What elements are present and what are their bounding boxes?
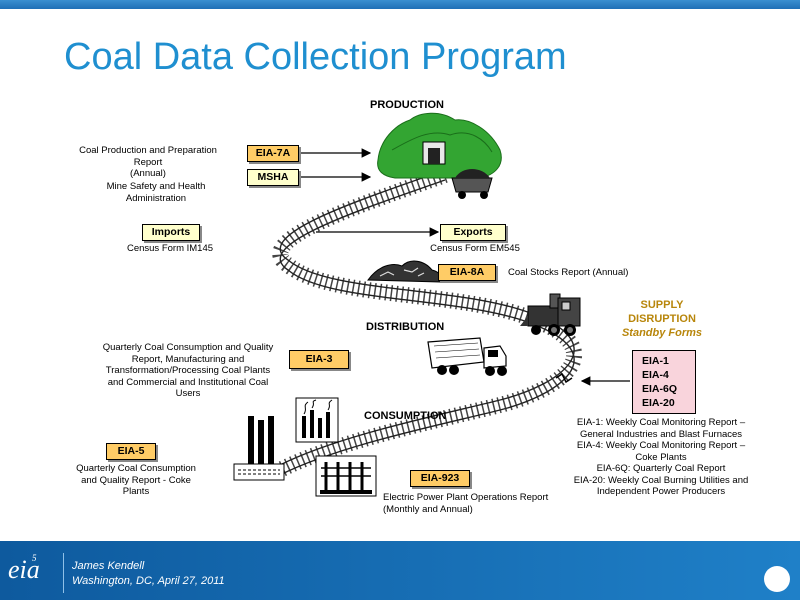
eia5-caption: Quarterly Coal Consumption and Quality R… bbox=[76, 463, 196, 497]
top-accent-bar bbox=[0, 0, 800, 9]
eia923-caption: Electric Power Plant Operations Report (… bbox=[383, 492, 549, 515]
eia8a-form-box: EIA-8A bbox=[438, 264, 496, 281]
coal-pile-icon bbox=[367, 260, 443, 283]
mine-mountain-icon bbox=[377, 112, 502, 179]
eia7a-caption: Coal Production and Preparation Report (… bbox=[79, 145, 217, 179]
eia3-form-box: EIA-3 bbox=[289, 350, 349, 369]
section-consumption: CONSUMPTION bbox=[364, 410, 447, 422]
coal-cart-icon bbox=[451, 169, 493, 199]
eia7a-form-box: EIA-7A bbox=[247, 145, 299, 162]
footer-separator bbox=[63, 553, 64, 593]
page-number: 5 bbox=[32, 553, 37, 563]
eia5-form-box: EIA-5 bbox=[106, 443, 156, 460]
section-production: PRODUCTION bbox=[370, 99, 444, 111]
power-plant-icon bbox=[315, 455, 377, 497]
imports-box: Imports bbox=[142, 224, 200, 241]
footer-bar: eia 5 James Kendell Washington, DC, Apri… bbox=[0, 541, 800, 600]
slide-nav-circle-icon[interactable] bbox=[762, 564, 792, 594]
msha-caption: Mine Safety and Health Administration bbox=[106, 181, 206, 204]
exports-box: Exports bbox=[440, 224, 506, 241]
standby-forms-description: EIA-1: Weekly Coal Monitoring Report – G… bbox=[573, 417, 749, 497]
coal-flow-drawing bbox=[233, 112, 630, 497]
eia8a-caption: Coal Stocks Report (Annual) bbox=[508, 267, 629, 278]
msha-form-box: MSHA bbox=[247, 169, 299, 186]
coke-plant-icon bbox=[233, 416, 285, 481]
locomotive-icon bbox=[520, 293, 581, 336]
exports-caption: Census Form EM545 bbox=[430, 243, 520, 254]
imports-caption: Census Form IM145 bbox=[126, 243, 214, 254]
section-distribution: DISTRIBUTION bbox=[366, 321, 445, 333]
presenter-name: James Kendell bbox=[72, 560, 145, 572]
eia-logo: eia 5 bbox=[8, 553, 40, 584]
disruption-break-icon bbox=[555, 372, 573, 384]
factory-icon bbox=[295, 397, 339, 443]
presenter-info: James Kendell Washington, DC, April 27, … bbox=[72, 559, 225, 589]
slide-title: Coal Data Collection Program bbox=[64, 36, 567, 78]
supply-disruption-heading: SUPPLY DISRUPTION Standby Forms bbox=[621, 299, 703, 339]
eia3-caption: Quarterly Coal Consumption and Quality R… bbox=[102, 342, 274, 399]
standby-forms-box: EIA-1 EIA-4 EIA-6Q EIA-20 bbox=[632, 350, 696, 414]
eia923-form-box: EIA-923 bbox=[410, 470, 470, 487]
coal-truck-icon bbox=[427, 337, 507, 376]
presentation-location-date: Washington, DC, April 27, 2011 bbox=[72, 575, 225, 587]
